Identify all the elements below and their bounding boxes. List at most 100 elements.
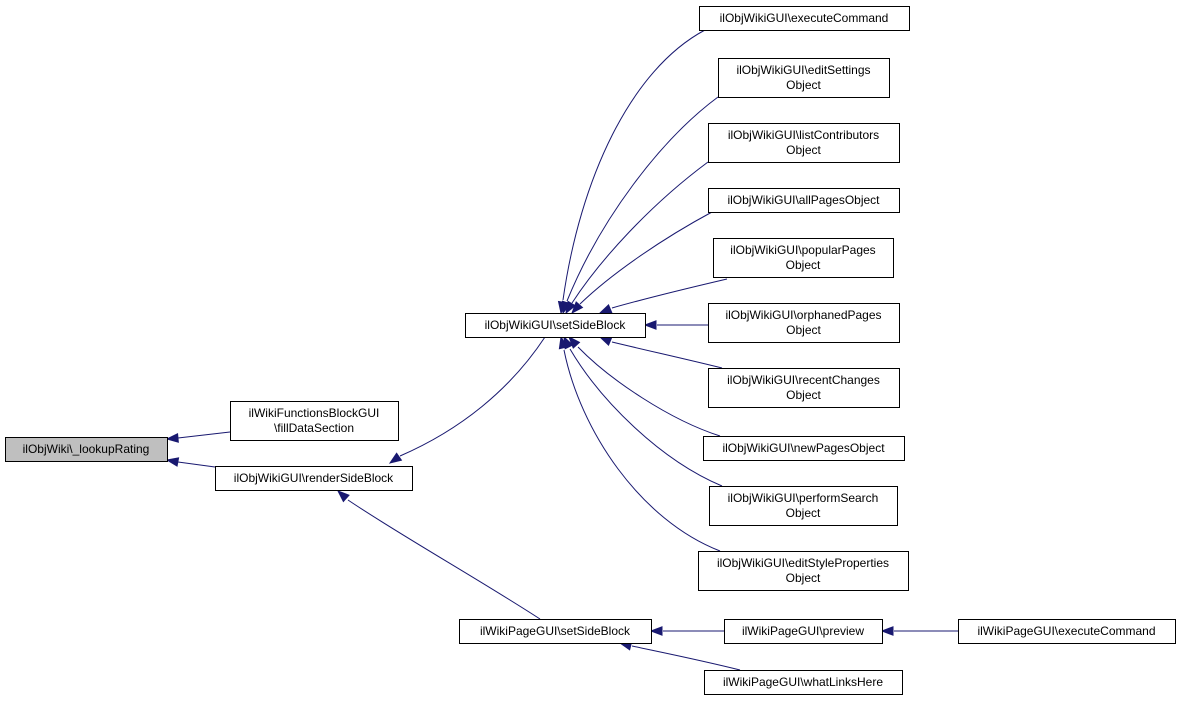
node-box (699, 6, 910, 31)
node-label: Object (786, 78, 821, 92)
node-label: \fillDataSection (274, 421, 354, 435)
edge-line (399, 336, 546, 457)
node-label: Object (786, 143, 821, 157)
edge-line (569, 348, 723, 487)
edge-listContrib-to-setSideObj (565, 161, 709, 315)
arrowhead-icon (336, 490, 350, 503)
node-label: ilWikiPageGUI\setSideBlock (480, 624, 631, 638)
node-label: Object (786, 323, 821, 337)
edge-line (611, 278, 728, 309)
edge-allPages-to-setSideObj (571, 211, 713, 315)
node-box (713, 238, 894, 278)
node-box (698, 551, 909, 591)
node-label: ilWikiPageGUI\whatLinksHere (723, 675, 883, 689)
node-setSidePage[interactable]: ilWikiPageGUI\setSideBlock (459, 619, 652, 644)
edge-line (631, 645, 741, 671)
node-label: ilObjWikiGUI\renderSideBlock (234, 471, 394, 485)
edge-whatLinks-to-setSidePage (618, 641, 741, 671)
edge-orphaned-to-setSideObj (643, 320, 708, 330)
node-label: ilObjWikiGUI\editStyleProperties (717, 556, 889, 570)
node-box (465, 313, 646, 338)
node-whatLinks[interactable]: ilWikiPageGUI\whatLinksHere (704, 670, 903, 695)
node-box (708, 368, 900, 408)
edges-layer (165, 29, 958, 671)
node-renderSide[interactable]: ilObjWikiGUI\renderSideBlock (215, 466, 413, 491)
nodes-layer: ilObjWiki\_lookupRating ilWikiFunctionsBl… (5, 6, 1176, 695)
node-root: ilObjWiki\_lookupRating (5, 437, 168, 462)
node-fillData[interactable]: ilWikiFunctionsBlockGUI\fillDataSection (230, 401, 399, 441)
edge-line (347, 499, 541, 620)
node-box (958, 619, 1176, 644)
arrowhead-icon (649, 626, 663, 636)
node-label: ilWikiPageGUI\executeCommand (977, 624, 1155, 638)
node-box (718, 58, 890, 98)
edge-line (577, 346, 721, 437)
edge-line (579, 211, 713, 305)
edge-line (562, 29, 706, 301)
node-setSideObj[interactable]: ilObjWikiGUI\setSideBlock (465, 313, 646, 338)
edge-setSidePage-to-renderSide (336, 490, 541, 620)
node-box (230, 401, 399, 441)
edge-preview-to-setSidePage (649, 626, 724, 636)
node-label: Object (786, 258, 821, 272)
edge-popular-to-setSideObj (598, 278, 728, 314)
node-box (703, 436, 905, 461)
edge-line (566, 96, 719, 302)
edge-renderSide-to-root (165, 457, 216, 468)
node-label: ilObjWikiGUI\recentChanges (727, 373, 880, 387)
edge-line (177, 431, 231, 439)
node-label: ilObjWikiGUI\executeCommand (720, 11, 889, 25)
edge-setSideObj-to-renderSide (388, 336, 546, 464)
node-label: ilWikiPageGUI\preview (742, 624, 864, 638)
node-preview[interactable]: ilWikiPageGUI\preview (724, 619, 883, 644)
node-label: ilObjWikiGUI\listContributors (728, 128, 879, 142)
arrowhead-icon (165, 433, 179, 443)
edge-editStyle-to-setSideObj (558, 335, 721, 552)
edge-editSettings-to-setSideObj (561, 96, 719, 315)
node-box (459, 619, 652, 644)
edge-line (177, 461, 216, 468)
edge-pageExec-to-preview (880, 626, 958, 636)
node-label: ilObjWiki\_lookupRating (23, 442, 150, 456)
arrowhead-icon (565, 300, 577, 315)
edge-search-to-setSideObj (563, 335, 723, 487)
arrowhead-icon (880, 626, 894, 636)
node-newPages[interactable]: ilObjWikiGUI\newPagesObject (703, 436, 905, 461)
arrowhead-icon (388, 452, 403, 464)
node-box (709, 486, 898, 526)
arrowhead-icon (571, 301, 584, 315)
edge-line (571, 161, 709, 304)
node-box (724, 619, 883, 644)
edge-line (611, 341, 723, 369)
node-label: ilObjWikiGUI\orphanedPages (725, 308, 881, 322)
arrowhead-icon (598, 336, 613, 346)
arrowhead-icon (598, 304, 613, 314)
node-label: Object (786, 571, 821, 585)
node-box (5, 437, 168, 462)
node-label: ilWikiFunctionsBlockGUI (249, 406, 380, 420)
node-box (708, 188, 900, 213)
node-label: ilObjWikiGUI\popularPages (730, 243, 875, 257)
edge-line (563, 349, 721, 552)
edge-fillData-to-root (165, 431, 231, 443)
node-label: Object (786, 388, 821, 402)
node-pageExec[interactable]: ilWikiPageGUI\executeCommand (958, 619, 1176, 644)
node-label: ilObjWikiGUI\editSettings (736, 63, 870, 77)
node-box (704, 670, 903, 695)
arrowhead-icon (558, 335, 569, 350)
arrowhead-icon (643, 320, 657, 330)
node-label: ilObjWikiGUI\setSideBlock (485, 318, 627, 332)
node-box (215, 466, 413, 491)
node-box (708, 303, 900, 343)
node-execCmd[interactable]: ilObjWikiGUI\executeCommand (699, 6, 910, 31)
arrowhead-icon (165, 457, 180, 467)
node-label: ilObjWikiGUI\allPagesObject (727, 193, 880, 207)
node-allPages[interactable]: ilObjWikiGUI\allPagesObject (708, 188, 900, 213)
